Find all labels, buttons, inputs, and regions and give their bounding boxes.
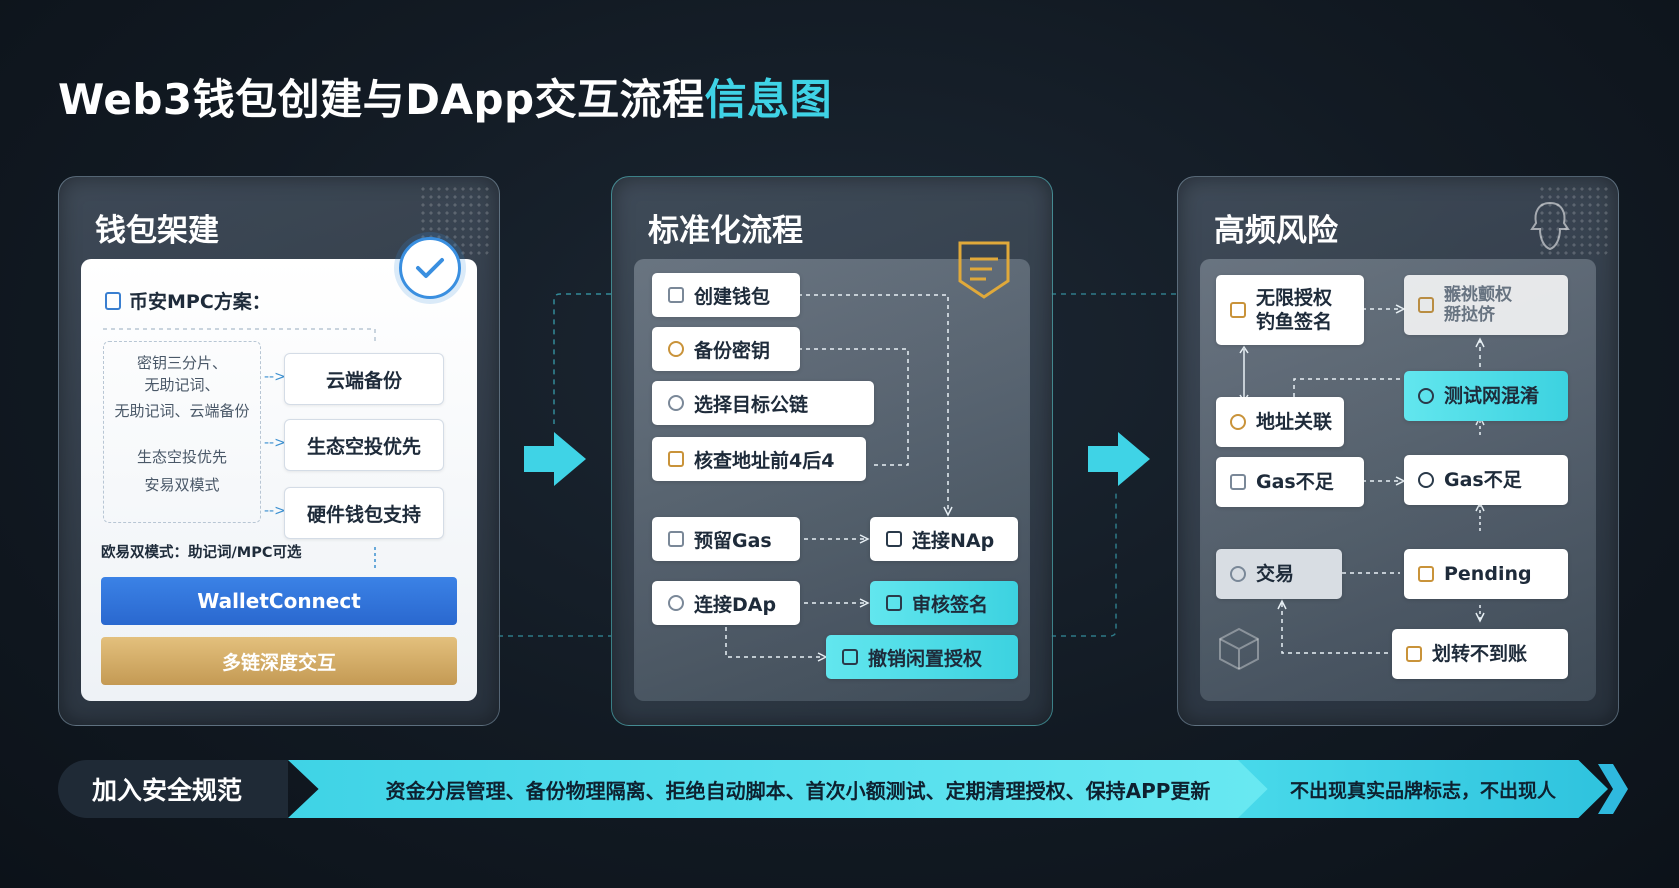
risk-label: 交易 xyxy=(1256,563,1295,585)
step-label: 连接NAp xyxy=(912,529,995,552)
arrow-right-icon: --> xyxy=(264,503,286,519)
step-verify-address[interactable]: 核查地址前4后4 xyxy=(652,437,866,481)
flow-arrow-icon xyxy=(524,432,586,486)
option-hardware-wallet[interactable]: 硬件钱包支持 xyxy=(284,487,444,539)
multichain-button[interactable]: 多链深度交互 xyxy=(101,637,457,685)
title-highlight: 信息图 xyxy=(704,75,833,124)
walletconnect-button[interactable]: WalletConnect xyxy=(101,577,457,625)
document-icon xyxy=(668,531,684,547)
step-label: 审核签名 xyxy=(912,593,989,616)
step-label: 连接DAp xyxy=(694,593,777,616)
envelope-icon xyxy=(668,451,684,467)
step-select-chain[interactable]: 选择目标公链 xyxy=(652,381,874,425)
banner-label: 加入安全规范 xyxy=(58,760,288,818)
risk-label: 翭祧颤权掰挞侪 xyxy=(1444,285,1512,325)
process-area: 创建钱包 备份密钥 选择目标公链 核查地址前4后4 预留Gas 连接NAp 连接… xyxy=(634,259,1030,701)
risk-label-line: 掰挞侪 xyxy=(1444,305,1495,325)
option-airdrop-priority[interactable]: 生态空投优先 xyxy=(284,419,444,471)
location-pin-icon xyxy=(668,595,684,611)
screen-icon xyxy=(842,649,858,665)
arrow-right-icon: --> xyxy=(264,435,286,451)
panel-title: 钱包架建 xyxy=(95,213,219,249)
arrow-right-icon: --> xyxy=(264,369,286,385)
banner-end: 不出现真实品牌标志，不出现人 xyxy=(1238,760,1608,818)
step-label: 创建钱包 xyxy=(694,285,771,308)
okx-note: 欧易双模式：助记词/MPC可选 xyxy=(101,545,302,561)
feature-line: 无助记词、云端备份 xyxy=(114,402,250,420)
risk-area: 无限授权钓鱼签名 翭祧颤权掰挞侪 地址关联 测试网混淆 Gas不足 Gas不足 … xyxy=(1200,259,1596,701)
step-label: 选择目标公链 xyxy=(694,393,809,416)
document-icon xyxy=(105,291,121,310)
risk-label: Pending xyxy=(1444,563,1532,585)
feature-line: 无助记词、 xyxy=(144,376,220,394)
panel-standard-process: 标准化流程 创建钱包 备份密钥 选择目标公链 核查地址前4后4 预留Gas 连接… xyxy=(611,176,1053,726)
panel-title: 高频风险 xyxy=(1214,213,1338,249)
risk-label: 无限授权钓鱼签名 xyxy=(1256,286,1332,334)
flow-arrow-icon xyxy=(1088,432,1150,486)
risk-label-line: 无限授权 xyxy=(1256,287,1333,309)
step-label: 备份密钥 xyxy=(694,339,771,362)
step-label: 预留Gas xyxy=(694,529,772,552)
risk-label: 地址关联 xyxy=(1256,411,1333,433)
risk-label: Gas不足 xyxy=(1256,471,1334,493)
step-reserve-gas[interactable]: 预留Gas xyxy=(652,517,800,561)
chat-icon xyxy=(1230,302,1246,318)
risk-address-link[interactable]: 地址关联 xyxy=(1216,397,1344,447)
security-banner: 加入安全规范 资金分层管理、备份物理隔离、拒绝自动脚本、首次小额测试、定期清理授… xyxy=(58,760,1628,818)
risk-gas-insufficient-left[interactable]: Gas不足 xyxy=(1216,457,1364,507)
panel-title: 标准化流程 xyxy=(648,213,803,249)
risk-unlimited-approval[interactable]: 无限授权钓鱼签名 xyxy=(1216,275,1364,345)
step-review-signature[interactable]: 审核签名 xyxy=(870,581,1018,625)
shield-icon xyxy=(1406,646,1422,662)
step-label: 核查地址前4后4 xyxy=(694,449,835,472)
risk-label-line: 翭祧颤权 xyxy=(1444,285,1512,305)
feature-line: 密钥三分片、 xyxy=(136,354,227,372)
title-main: Web3钱包创建与DApp交互流程 xyxy=(58,75,705,124)
panel-wallet-architecture: 钱包架建 币安MPC方案： 密钥三分片、 无助记词、 无助记词、云端备份 生态空… xyxy=(58,176,500,726)
risk-testnet-confusion[interactable]: 测试网混淆 xyxy=(1404,371,1568,421)
package-icon xyxy=(1219,627,1259,671)
risk-label-line: 钓鱼签名 xyxy=(1256,311,1333,333)
step-connect-dapp[interactable]: 连接DAp xyxy=(652,581,800,625)
hacker-icon xyxy=(1530,201,1570,251)
mpc-heading: 币安MPC方案： xyxy=(105,287,271,314)
location-pin-icon xyxy=(668,395,684,411)
risk-blurred[interactable]: 翭祧颤权掰挞侪 xyxy=(1404,275,1568,335)
risk-transfer-missing[interactable]: 划转不到账 xyxy=(1392,629,1568,679)
option-cloud-backup[interactable]: 云端备份 xyxy=(284,353,444,405)
risk-label: Gas不足 xyxy=(1444,469,1522,491)
shield-icon xyxy=(1418,566,1434,582)
step-label: 撤销闲置授权 xyxy=(868,647,983,670)
step-create-wallet[interactable]: 创建钱包 xyxy=(652,273,800,317)
document-badge-icon xyxy=(958,241,1010,299)
feature-line: 安易双模式 xyxy=(144,476,220,494)
gauge-icon xyxy=(1418,472,1434,488)
shield-icon xyxy=(1230,414,1246,430)
chat-icon xyxy=(1418,297,1434,313)
step-backup-key[interactable]: 备份密钥 xyxy=(652,327,800,371)
panel-high-frequency-risks: 高频风险 无限授权钓鱼签名 翭祧 xyxy=(1177,176,1619,726)
architecture-card: 币安MPC方案： 密钥三分片、 无助记词、 无助记词、云端备份 生态空投优先 安… xyxy=(81,259,477,701)
document-icon xyxy=(1230,474,1246,490)
location-pin-icon xyxy=(1230,566,1246,582)
risk-trade[interactable]: 交易 xyxy=(1216,549,1342,599)
risk-label: 测试网混淆 xyxy=(1444,385,1540,407)
feature-line: 生态空投优先 xyxy=(136,448,227,466)
risk-gas-insufficient-right[interactable]: Gas不足 xyxy=(1404,455,1568,505)
wallet-icon xyxy=(668,287,684,303)
shield-icon xyxy=(886,595,902,611)
risk-label: 划转不到账 xyxy=(1432,643,1528,665)
music-note-icon xyxy=(886,531,902,547)
step-connect-nap[interactable]: 连接NAp xyxy=(870,517,1018,561)
banner-main: 资金分层管理、备份物理隔离、拒绝自动脚本、首次小额测试、定期清理授权、保持APP… xyxy=(288,760,1308,818)
shield-icon xyxy=(668,341,684,357)
page-title: Web3钱包创建与DApp交互流程信息图 xyxy=(58,66,832,127)
risk-pending[interactable]: Pending xyxy=(1404,549,1568,599)
step-revoke-approvals[interactable]: 撤销闲置授权 xyxy=(826,635,1018,679)
checkmark-icon xyxy=(399,237,461,299)
mpc-features-box: 密钥三分片、 无助记词、 无助记词、云端备份 生态空投优先 安易双模式 xyxy=(103,341,261,523)
mpc-heading-text: 币安MPC方案： xyxy=(129,291,271,313)
dot-pattern xyxy=(1538,185,1608,255)
minus-circle-icon xyxy=(1418,388,1434,404)
